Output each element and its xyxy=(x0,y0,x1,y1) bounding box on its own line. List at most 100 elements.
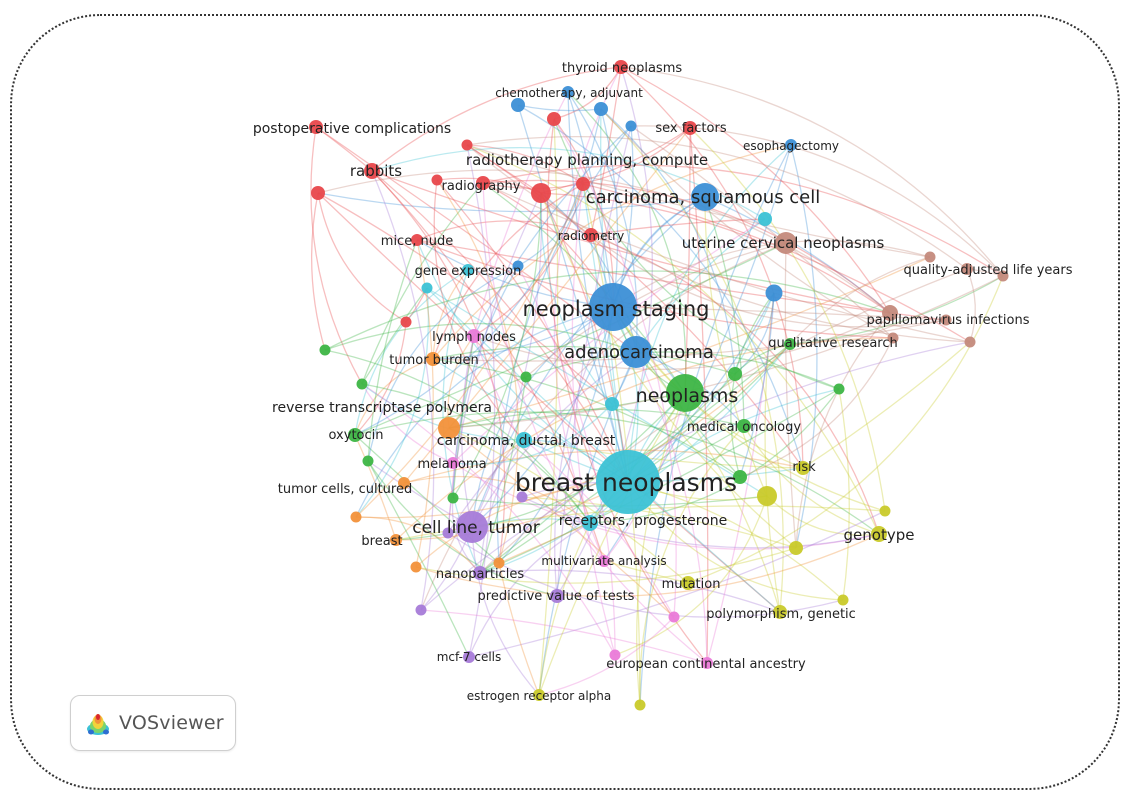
label-adenocarcinoma[interactable]: adenocarcinoma xyxy=(564,342,714,363)
network-node[interactable] xyxy=(512,260,524,272)
label-thyroid-neoplasms[interactable]: thyroid neoplasms xyxy=(562,61,682,76)
network-node[interactable] xyxy=(493,557,505,569)
label-chemotherapy-adjuvant[interactable]: chemotherapy, adjuvant xyxy=(495,86,643,100)
network-node[interactable] xyxy=(940,314,952,326)
network-node[interactable] xyxy=(421,282,433,294)
label-mutation[interactable]: mutation xyxy=(662,577,721,592)
network-node[interactable] xyxy=(447,492,459,504)
label-oxytocin[interactable]: oxytocin xyxy=(329,428,384,443)
network-node[interactable] xyxy=(668,611,680,623)
node-medical-oncology[interactable] xyxy=(737,419,751,433)
node-thyroid-neoplasms[interactable] xyxy=(614,60,628,74)
label-tumor-cells-cultured[interactable]: tumor cells, cultured xyxy=(278,482,412,497)
node-carcinoma-ductal-breast[interactable] xyxy=(516,432,532,448)
node-papillomavirus-infections[interactable] xyxy=(882,305,898,321)
node-adenocarcinoma[interactable] xyxy=(620,336,652,368)
label-breast[interactable]: breast xyxy=(361,534,402,549)
label-esophagectomy[interactable]: esophagectomy xyxy=(743,139,839,153)
label-rabbits[interactable]: rabbits xyxy=(350,162,402,180)
network-node[interactable] xyxy=(997,270,1009,282)
node-breast-neoplasms[interactable] xyxy=(596,450,660,514)
node-cell-line-tumor[interactable] xyxy=(456,511,488,543)
node-genotype[interactable] xyxy=(871,526,887,542)
network-node[interactable] xyxy=(634,699,646,711)
label-melanoma[interactable]: melanoma xyxy=(417,457,486,472)
node-mutation[interactable] xyxy=(681,576,695,590)
label-postoperative-complications[interactable]: postoperative complications xyxy=(253,121,451,137)
node-tumor-cells-cultured[interactable] xyxy=(398,477,410,489)
label-european-continental-ancestry[interactable]: european continental ancestry xyxy=(606,657,806,672)
network-node[interactable] xyxy=(511,98,525,112)
node-estrogen-receptor-alpha[interactable] xyxy=(533,689,545,701)
label-medical-oncology[interactable]: medical oncology xyxy=(687,420,801,435)
network-node[interactable] xyxy=(520,371,532,383)
network-node[interactable] xyxy=(461,139,473,151)
node-multivariate-analysis[interactable] xyxy=(598,555,610,567)
network-node[interactable] xyxy=(765,284,783,302)
label-reverse-transcriptase[interactable]: reverse transcriptase polymera xyxy=(272,400,492,416)
node-risk[interactable] xyxy=(796,461,810,475)
node-oxytocin[interactable] xyxy=(348,428,362,442)
network-node[interactable] xyxy=(547,112,561,126)
label-radiotherapy-planning[interactable]: radiotherapy planning, compute xyxy=(466,151,708,169)
network-node[interactable] xyxy=(410,561,422,573)
node-mcf-7-cells[interactable] xyxy=(463,651,475,663)
label-receptors-progesterone[interactable]: receptors, progesterone xyxy=(559,513,728,529)
node-neoplasms[interactable] xyxy=(666,374,704,412)
node-breast[interactable] xyxy=(390,534,402,546)
network-node[interactable] xyxy=(609,649,621,661)
network-node[interactable] xyxy=(605,397,619,411)
network-node[interactable] xyxy=(789,541,803,555)
label-gene-expression[interactable]: gene expression xyxy=(415,264,522,279)
label-neoplasms[interactable]: neoplasms xyxy=(636,385,739,407)
network-node[interactable] xyxy=(415,604,427,616)
node-chemotherapy-adjuvant[interactable] xyxy=(562,86,574,98)
node-european-continental-ancestry[interactable] xyxy=(701,657,713,669)
network-node[interactable] xyxy=(887,332,899,344)
label-genotype[interactable]: genotype xyxy=(844,526,915,544)
network-node[interactable] xyxy=(431,174,443,186)
node-qualitative-research[interactable] xyxy=(784,338,796,350)
label-tumor-burden[interactable]: tumor burden xyxy=(389,353,479,368)
label-polymorphism-genetic[interactable]: polymorphism, genetic xyxy=(706,607,856,622)
label-nanoparticles[interactable]: nanoparticles xyxy=(436,567,524,582)
label-qualitative-research[interactable]: qualitative research xyxy=(768,336,898,351)
label-sex-factors[interactable]: sex factors xyxy=(655,121,726,136)
label-predictive-value-of-tests[interactable]: predictive value of tests xyxy=(478,589,635,604)
network-node[interactable] xyxy=(757,486,777,506)
node-lymph-nodes[interactable] xyxy=(467,329,481,343)
network-node[interactable] xyxy=(594,102,608,116)
network-node[interactable] xyxy=(350,511,362,523)
node-sex-factors[interactable] xyxy=(683,121,697,135)
label-mice-nude[interactable]: mice, nude xyxy=(381,234,453,249)
label-risk[interactable]: risk xyxy=(792,460,816,475)
node-rabbits[interactable] xyxy=(364,163,380,179)
node-gene-expression[interactable] xyxy=(462,264,474,276)
node-uterine-cervical-neoplasms[interactable] xyxy=(775,232,797,254)
network-node[interactable] xyxy=(400,316,412,328)
network-node[interactable] xyxy=(733,470,747,484)
node-esophagectomy[interactable] xyxy=(785,139,797,151)
network-node[interactable] xyxy=(516,491,528,503)
node-carcinoma-squamous-cell[interactable] xyxy=(691,183,719,211)
label-mcf-7-cells[interactable]: mcf-7 cells xyxy=(437,650,502,664)
node-tumor-burden[interactable] xyxy=(426,352,440,366)
network-node[interactable] xyxy=(319,344,331,356)
node-mice-nude[interactable] xyxy=(411,234,423,246)
label-breast-neoplasms[interactable]: breast neoplasms xyxy=(515,468,737,497)
network-node[interactable] xyxy=(924,251,936,263)
network-node[interactable] xyxy=(758,212,772,226)
node-reverse-transcriptase[interactable] xyxy=(438,417,460,439)
label-estrogen-receptor-alpha[interactable]: estrogen receptor alpha xyxy=(467,689,611,703)
label-quality-adjusted-life-years[interactable]: quality-adjusted life years xyxy=(904,263,1073,278)
network-node[interactable] xyxy=(833,383,845,395)
node-quality-adjusted-life-years[interactable] xyxy=(961,263,973,275)
label-cell-line-tumor[interactable]: cell line, tumor xyxy=(412,518,540,538)
network-node[interactable] xyxy=(625,120,637,132)
label-carcinoma-squamous-cell[interactable]: carcinoma, squamous cell xyxy=(586,187,821,208)
network-node[interactable] xyxy=(728,367,742,381)
label-radiometry[interactable]: radiometry xyxy=(558,229,624,243)
node-radiometry[interactable] xyxy=(584,228,598,242)
node-postoperative-complications[interactable] xyxy=(309,120,323,134)
